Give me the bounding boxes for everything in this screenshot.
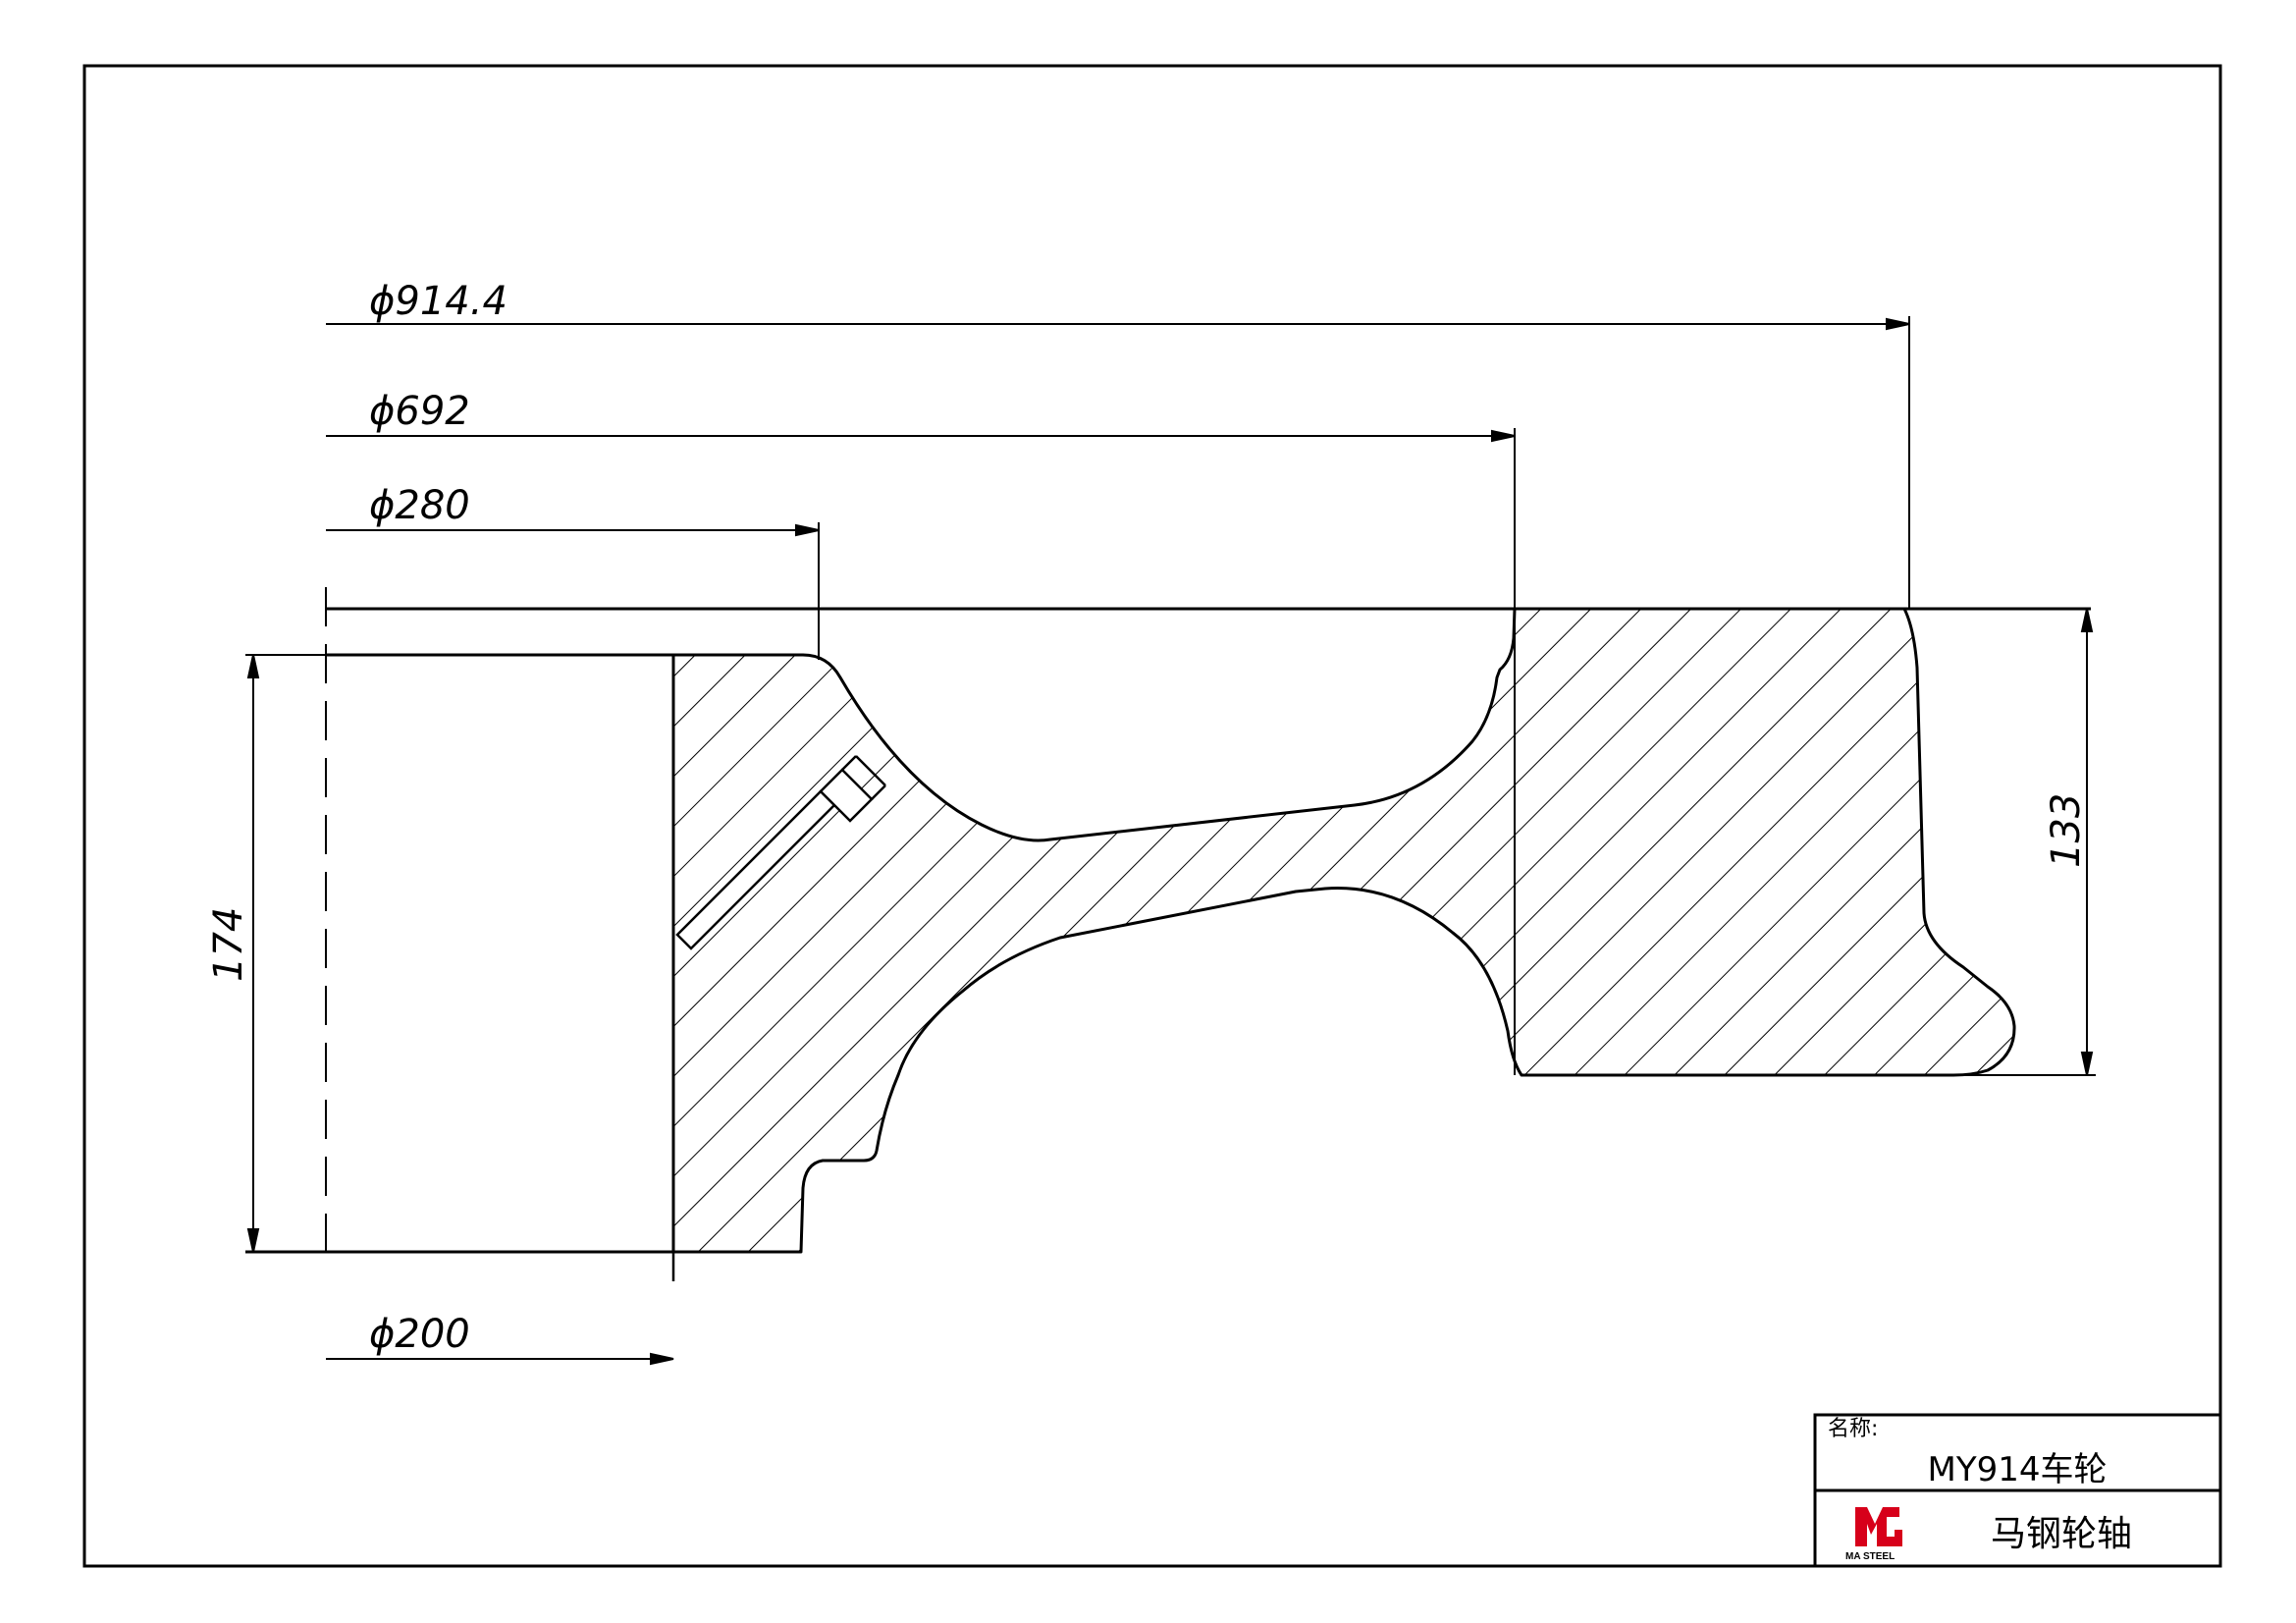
dim-174-label: 174 bbox=[206, 907, 251, 982]
dim-692 bbox=[326, 428, 1516, 609]
drawing-frame bbox=[82, 64, 2222, 1568]
masteel-logo-text: MA STEEL bbox=[1845, 1551, 1895, 1562]
dim-200 bbox=[326, 1352, 674, 1366]
dim-280 bbox=[326, 522, 820, 660]
dim-280-label: ϕ280 bbox=[369, 483, 470, 528]
dim-133-label: 133 bbox=[2044, 793, 2089, 868]
dim-174 bbox=[246, 654, 260, 1253]
dim-692-label: ϕ692 bbox=[369, 389, 470, 434]
title-company: 马钢轮轴 bbox=[1991, 1514, 2132, 1554]
dim-914-label: ϕ914.4 bbox=[369, 279, 507, 324]
wheel-cross-section bbox=[671, 607, 2016, 1254]
title-name-value: MY914车轮 bbox=[1928, 1450, 2108, 1489]
title-block bbox=[1813, 1413, 2222, 1568]
dim-914 bbox=[326, 316, 1910, 609]
dim-133 bbox=[1963, 608, 2096, 1076]
oil-hole-detail bbox=[675, 755, 886, 950]
masteel-logo bbox=[1855, 1507, 1902, 1546]
dim-200-label: ϕ200 bbox=[369, 1312, 470, 1357]
title-name-label: 名称: bbox=[1828, 1417, 1878, 1441]
